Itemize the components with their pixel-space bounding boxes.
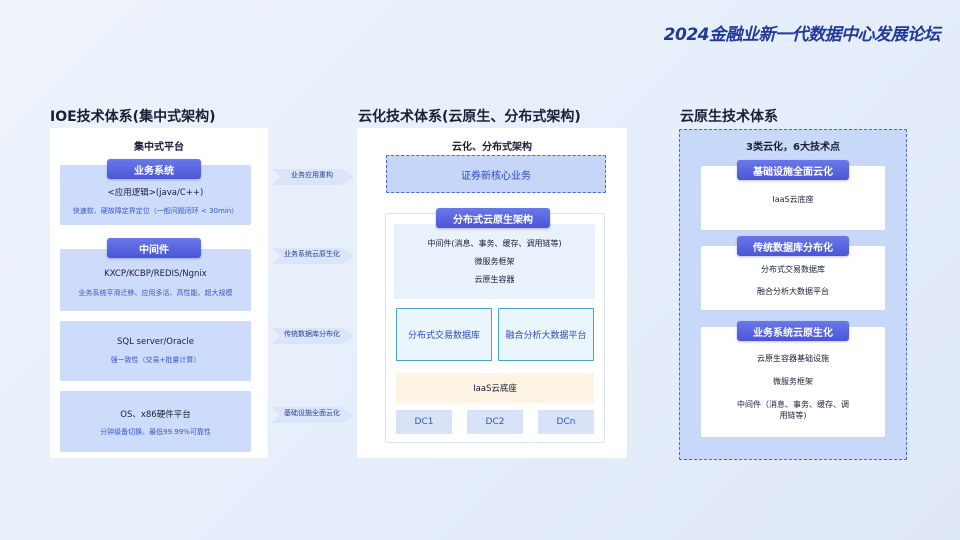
dc-box: DC2 [467, 410, 523, 434]
centralized-platform-panel: 集中式平台 <应用逻辑>(java/C++) 快速软、硬故障定界定位（一般问题闭… [50, 128, 268, 458]
group-line: 分布式交易数据库 [761, 265, 825, 274]
group-line: 云原生容器基础设施 [757, 354, 829, 363]
arrow-right-icon [272, 407, 354, 423]
distributed-cloud-native-pill: 分布式云原生架构 [436, 208, 550, 228]
block-main-text: <应用逻辑>(java/C++) [107, 188, 204, 198]
arrow-label: 业务系统云原生化 [284, 250, 340, 258]
panel-title: 集中式平台 [134, 142, 184, 153]
group-line: 融合分析大数据平台 [757, 287, 829, 296]
core-business-label: 证券新核心业务 [461, 170, 531, 182]
distributed-db-box: 分布式交易数据库 [396, 308, 492, 361]
business-system-pill: 业务系统 [107, 159, 201, 179]
panel-title: 3类云化，6大技术点 [746, 142, 840, 153]
block-main-text: KXCP/KCBP/REDIS/Ngnix [104, 269, 207, 279]
group-line: 中间件（消息、事务、缓存、调 [737, 400, 849, 409]
panel-title: 云化、分布式架构 [452, 142, 532, 153]
arrow-right-icon [272, 328, 354, 344]
group-line: IaaS云底座 [772, 195, 814, 204]
cloud-architecture-panel: 云化、分布式架构 证券新核心业务 中间件(消息、事务、缓存、调用链等) 微服务框… [357, 128, 627, 458]
core-business-box: 证券新核心业务 [386, 155, 606, 193]
infrastructure-pill: 基础设施全面云化 [737, 160, 849, 180]
block-sub-text: 强一致性（交易+批量计算） [110, 356, 201, 364]
transform-arrow: 基础设施全面云化 [272, 404, 356, 426]
block-sub-text: 业务系统平滑迁移、应用多活、高性能、超大规模 [78, 289, 233, 297]
arrow-label: 业务应用重构 [291, 171, 333, 179]
right-section-title: 云原生技术体系 [680, 109, 778, 125]
cloud-native-tech-panel: 3类云化，6大技术点 IaaS云底座 基础设施全面云化 分布式交易数据库 融合分… [679, 129, 907, 460]
bigdata-platform-box: 融合分析大数据平台 [498, 308, 594, 361]
forum-banner-title: 2024金融业新一代数据中心发展论坛 [663, 25, 941, 45]
database-group: 分布式交易数据库 融合分析大数据平台 [701, 246, 885, 310]
database-pill: 传统数据库分布化 [737, 236, 849, 256]
stack-line: 云原生容器 [474, 275, 515, 284]
block-main-text: SQL server/Oracle [117, 337, 194, 347]
middle-section-title: 云化技术体系(云原生、分布式架构) [358, 109, 581, 125]
group-line: 用链等) [779, 411, 807, 420]
database-block: SQL server/Oracle 强一致性（交易+批量计算） [60, 321, 251, 381]
arrow-right-icon [272, 169, 354, 185]
block-sub-text: 快速软、硬故障定界定位（一般问题闭环 < 30min） [72, 207, 239, 215]
transform-arrow: 业务系统云原生化 [272, 245, 356, 267]
middleware-pill: 中间件 [107, 238, 201, 258]
business-system-cloud-pill: 业务系统云原生化 [737, 321, 849, 341]
stack-line: 中间件(消息、事务、缓存、调用链等) [427, 239, 562, 248]
arrow-right-icon [272, 248, 354, 264]
dc-box: DCn [538, 410, 594, 434]
arrow-label: 基础设施全面云化 [284, 409, 340, 417]
stack-box: 中间件(消息、事务、缓存、调用链等) 微服务框架 云原生容器 [394, 224, 595, 299]
middleware-block: KXCP/KCBP/REDIS/Ngnix 业务系统平滑迁移、应用多活、高性能、… [60, 249, 251, 311]
iaas-box: IaaS云底座 [396, 373, 594, 403]
left-section-title: IOE技术体系(集中式架构) [50, 109, 216, 125]
transform-arrow: 业务应用重构 [272, 166, 356, 188]
block-main-text: OS、x86硬件平台 [120, 410, 191, 420]
dc-box: DC1 [396, 410, 452, 434]
transform-arrow: 传统数据库分布化 [272, 325, 356, 347]
hardware-block: OS、x86硬件平台 分钟级备切换、最低99.99%可靠性 [60, 391, 251, 452]
business-system-group: 云原生容器基础设施 微服务框架 中间件（消息、事务、缓存、调 用链等) [701, 327, 885, 437]
arrow-label: 传统数据库分布化 [284, 330, 340, 338]
group-line: 微服务框架 [773, 377, 813, 386]
block-sub-text: 分钟级备切换、最低99.99%可靠性 [100, 428, 211, 436]
stack-line: 微服务框架 [474, 257, 515, 266]
